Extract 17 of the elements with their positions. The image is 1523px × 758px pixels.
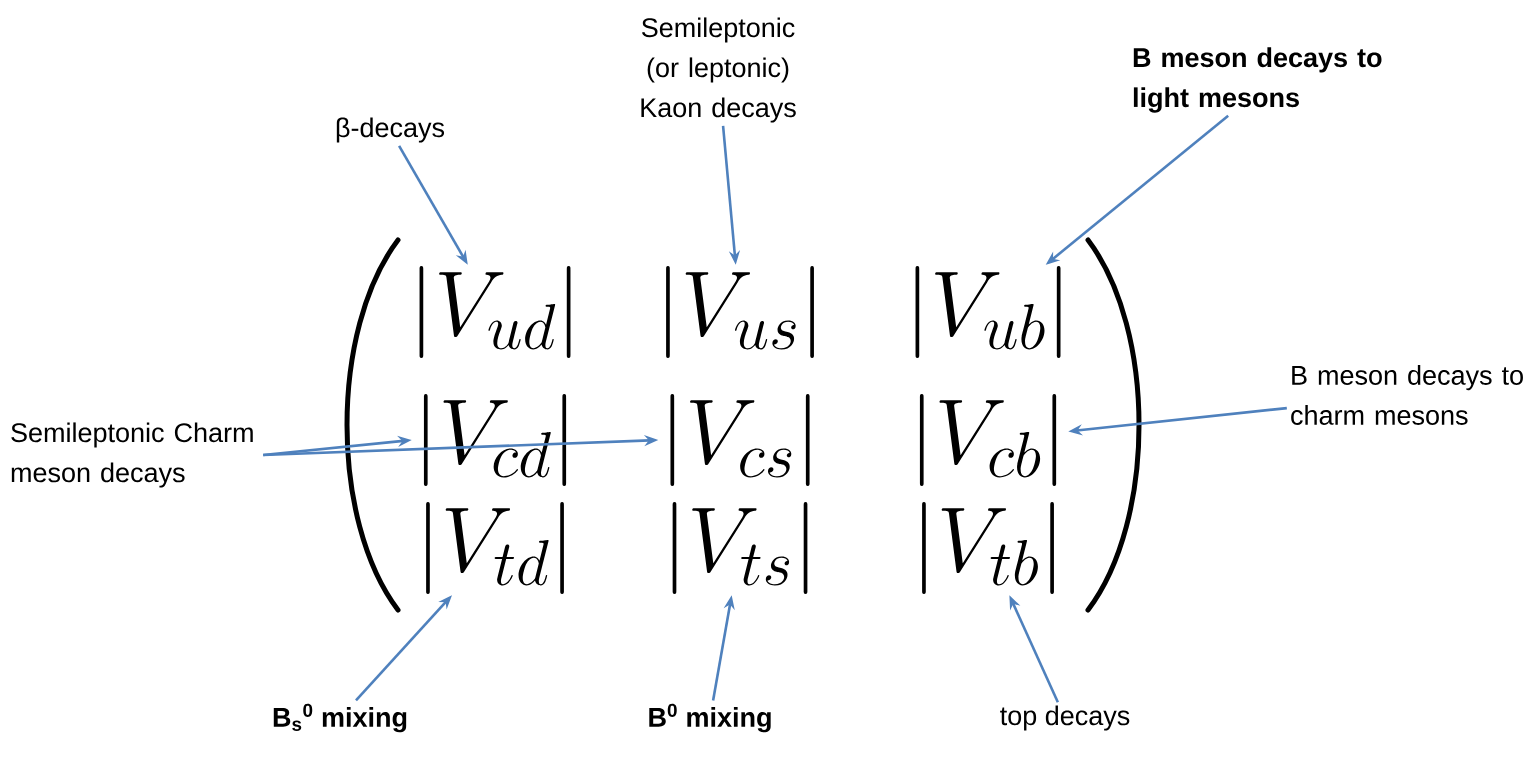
annotation-text: β-decays	[336, 117, 445, 143]
matrix-element: $|V_{cd}|$	[423, 394, 567, 486]
matrix-element: $|V_{tb}|$	[922, 502, 1054, 594]
annotation-text: B meson decays to charm mesons	[1291, 365, 1523, 425]
annotation-text: Semileptonic (or leptonic) Kaon decays	[641, 17, 796, 123]
annotation-text: top decays	[1000, 705, 1130, 731]
matrix-element: $|V_{ub}|$	[915, 266, 1061, 358]
matrix-element: $|V_{ts}|$	[672, 502, 808, 594]
annotation-text: B meson decays to light mesons	[1133, 47, 1382, 113]
matrix-element: $|V_{cb}|$	[919, 394, 1057, 486]
matrix-element: $|V_{cs}|$	[670, 394, 810, 486]
matrix-element: $|V_{td}|$	[426, 502, 564, 594]
matrix-element: $|V_{ud}|$	[419, 266, 571, 358]
annotation-text: B$^{0}$ mixing	[649, 703, 771, 733]
matrix-element: $|V_{us}|$	[666, 266, 814, 358]
annotation-text: Semileptonic Charm meson decays	[11, 422, 253, 488]
annotation-text: B$_{s}$$^{0}$ mixing	[273, 703, 407, 733]
